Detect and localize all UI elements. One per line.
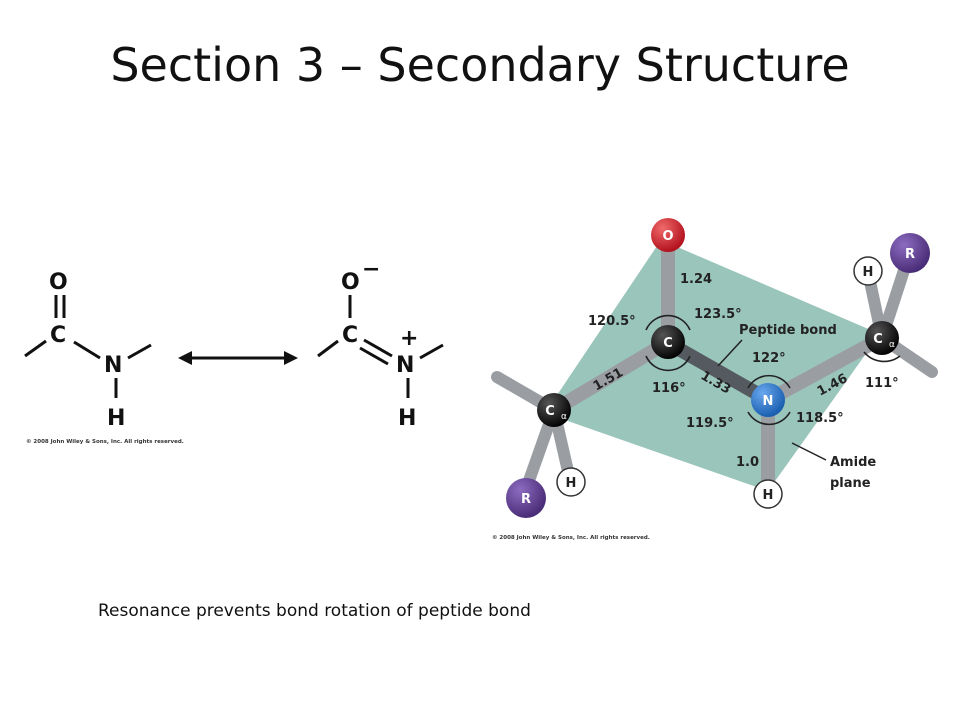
resonance-right: O − C N + H [317,257,444,431]
angle-118-5: 118.5° [796,411,844,426]
hydrogen-right-label: H [863,265,874,280]
r-group-right-atom [890,233,930,273]
angle-122: 122° [752,351,786,366]
right-hydrogen-label: H [398,406,416,431]
amide-plane-label-line2: plane [830,476,871,491]
alpha-carbon-left-subscript: α [561,412,567,422]
slide-caption: Resonance prevents bond rotation of pept… [98,601,531,621]
right-oxygen-label: O [341,270,360,295]
resonance-copyright: © 2008 John Wiley & Sons, Inc. All right… [26,439,184,445]
left-nitrogen-label: N [104,353,122,378]
angle-116: 116° [652,381,686,396]
right-carbon-label: C [342,323,358,348]
amide-hydrogen-atom [753,479,783,509]
r-group-left-atom [506,478,546,518]
right-plus-label: + [400,326,418,351]
amide-hydrogen-label: H [763,488,774,503]
nitrogen-atom-label: N [763,394,774,409]
carbonyl-carbon-label: C [663,336,673,351]
right-nitrogen-label: N [396,353,414,378]
hydrogen-right-atom [853,256,883,286]
model-copyright: © 2008 John Wiley & Sons, Inc. All right… [492,535,650,541]
alpha-carbon-left-atom [537,393,571,427]
left-hydrogen-label: H [107,406,125,431]
angle-arcs [645,314,901,426]
r-group-left-label: R [521,492,531,507]
oxygen-atom-label: O [662,229,673,244]
angle-123-5: 123.5° [694,307,742,322]
left-carbon-label: C [50,323,66,348]
hydrogen-left-atom [556,467,586,497]
nitrogen-atom [751,383,785,417]
amide-plane-label-line1: Amide [830,455,876,470]
length-c-o: 1.24 [680,272,712,287]
alpha-carbon-right-label: C [873,332,883,347]
resonance-left: O C N H [24,270,152,431]
slide-title: Section 3 – Secondary Structure [110,38,850,92]
length-n-h: 1.0 [736,455,759,470]
angle-119-5: 119.5° [686,416,734,431]
hydrogen-left-label: H [566,476,577,491]
peptide-bond-label: Peptide bond [739,323,837,338]
resonance-arrow [178,351,298,365]
angle-111: 111° [865,376,899,391]
right-minus-label: − [362,257,380,282]
angle-120-5: 120.5° [588,314,636,329]
alpha-carbon-right-atom [865,321,899,355]
r-group-right-label: R [905,247,915,262]
oxygen-atom [651,218,685,252]
carbonyl-carbon-atom [651,325,685,359]
alpha-carbon-left-label: C [545,404,555,419]
alpha-carbon-right-subscript: α [889,340,895,350]
left-oxygen-label: O [49,270,68,295]
